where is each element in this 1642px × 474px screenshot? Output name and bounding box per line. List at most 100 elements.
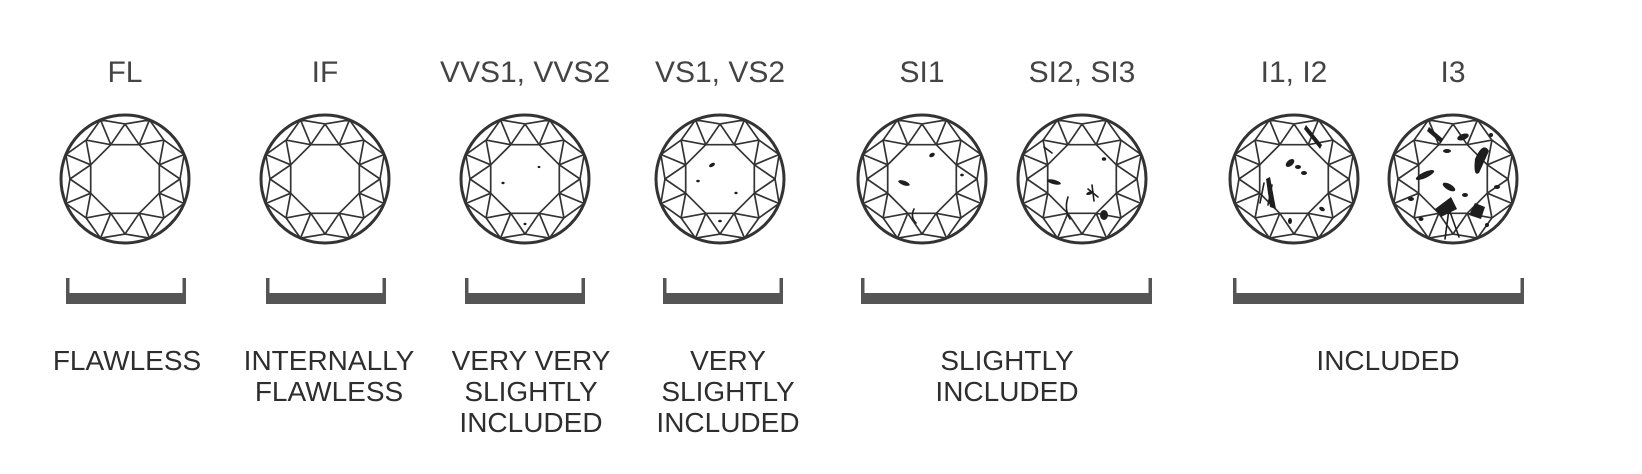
inclusion-mark xyxy=(1288,218,1292,224)
group-bracket xyxy=(861,278,1152,304)
inclusion-feather xyxy=(1043,146,1053,154)
clarity-group-label-line: INCLUDED xyxy=(1316,345,1459,376)
diamond-girdle xyxy=(59,113,191,245)
inclusion-mark xyxy=(929,152,935,158)
inclusion-mark xyxy=(709,162,715,168)
group-bracket xyxy=(266,278,386,304)
diamond-girdle xyxy=(1387,113,1519,245)
group-bracket xyxy=(66,278,186,304)
inclusion-mark xyxy=(1101,157,1107,161)
inclusion-mark xyxy=(1435,197,1457,217)
round-brilliant-diamond-icon xyxy=(461,115,589,243)
inclusion-mark xyxy=(1301,171,1307,175)
diamond-girdle xyxy=(856,113,988,245)
group-bracket xyxy=(1233,278,1524,304)
diamond-girdle xyxy=(259,113,391,245)
inclusion-feather xyxy=(1065,196,1071,220)
grade-code-label: FL xyxy=(107,56,142,89)
grade-code-label: I1, I2 xyxy=(1261,56,1328,89)
diamond-girdle xyxy=(1228,113,1360,245)
clarity-group-label-line: SLIGHTLY xyxy=(464,376,598,407)
group-bracket xyxy=(663,278,783,304)
clarity-group-label: FLAWLESS xyxy=(53,345,201,376)
clarity-group-label-line: VERY VERY xyxy=(452,345,611,376)
round-brilliant-diamond-icon xyxy=(61,115,189,243)
inclusion-mark xyxy=(718,219,722,223)
grade-code-label: I3 xyxy=(1440,56,1465,89)
inclusion-mark xyxy=(1474,147,1489,174)
inclusion-mark xyxy=(1418,217,1424,221)
inclusion-mark xyxy=(898,180,910,186)
inclusion-mark xyxy=(1295,165,1301,169)
inclusion-mark xyxy=(537,165,541,169)
inclusion-mark xyxy=(1457,133,1469,141)
grade-code-label: SI2, SI3 xyxy=(1029,56,1136,89)
inclusion-mark xyxy=(960,173,964,177)
diamond-facets xyxy=(863,120,981,238)
inclusion-mark xyxy=(1100,210,1108,220)
inclusion-mark xyxy=(1047,179,1061,185)
inclusion-feather xyxy=(1259,182,1273,206)
diamond-girdle xyxy=(654,113,786,245)
diamond-girdle xyxy=(1016,113,1148,245)
inclusion-mark xyxy=(1442,182,1456,192)
grade-code-label: VVS1, VVS2 xyxy=(440,56,610,89)
clarity-group-label-line: INCLUDED xyxy=(459,407,602,438)
inclusion-mark xyxy=(1443,149,1451,153)
clarity-group-label-line: SLIGHTLY xyxy=(661,376,795,407)
diamond-row xyxy=(61,115,1517,243)
inclusion-mark xyxy=(1285,159,1295,167)
clarity-group-label-line: INCLUDED xyxy=(656,407,799,438)
round-brilliant-diamond-icon xyxy=(261,115,389,243)
round-brilliant-diamond-icon xyxy=(656,115,784,243)
inclusion-mark xyxy=(696,179,700,183)
inclusion-feather xyxy=(1087,184,1099,202)
round-brilliant-diamond-icon xyxy=(1389,115,1517,243)
diamond-facets xyxy=(266,120,384,238)
bracket-row xyxy=(66,278,1524,304)
inclusion-mark xyxy=(1489,133,1493,137)
diamond-facets xyxy=(1394,120,1512,238)
inclusion-mark xyxy=(523,222,527,226)
diamond-girdle xyxy=(459,113,591,245)
clarity-group-label-line: INCLUDED xyxy=(935,376,1078,407)
grade-labels: FL IF VVS1, VVS2 VS1, VS2 SI1 SI2, SI3 I1, I2 I… xyxy=(107,56,1465,89)
inclusion-mark xyxy=(1319,206,1325,212)
inclusion-mark xyxy=(1494,185,1500,189)
diamond-facets xyxy=(1235,120,1353,238)
clarity-group-label-line: VERY xyxy=(690,345,766,376)
clarity-group-label-line: SLIGHTLY xyxy=(940,345,1074,376)
inclusion-mark xyxy=(1485,223,1489,227)
grade-code-label: SI1 xyxy=(899,56,944,89)
grade-code-label: IF xyxy=(312,56,339,89)
diamond-facets xyxy=(466,120,584,238)
group-bracket xyxy=(465,278,585,304)
clarity-group-label-line: INTERNALLY xyxy=(244,345,415,376)
round-brilliant-diamond-icon xyxy=(1230,115,1358,243)
inclusion-mark xyxy=(1408,197,1414,201)
inclusion-mark xyxy=(1415,169,1435,181)
inclusion-mark xyxy=(1427,127,1443,143)
round-brilliant-diamond-icon xyxy=(858,115,986,243)
diamond-facets xyxy=(66,120,184,238)
clarity-group-label: INCLUDED xyxy=(1316,345,1459,376)
inclusion-mark xyxy=(1462,193,1468,197)
inclusion-mark xyxy=(1304,125,1322,149)
inclusion-mark xyxy=(734,191,738,195)
inclusion-mark xyxy=(1469,203,1485,219)
grade-code-label: VS1, VS2 xyxy=(655,56,785,89)
diamond-facets xyxy=(1023,120,1141,238)
diamond-facets xyxy=(661,120,779,238)
inclusion-feather xyxy=(1444,208,1460,240)
inclusion-mark xyxy=(501,181,505,185)
clarity-group-label-line: FLAWLESS xyxy=(53,345,201,376)
inclusion-feather xyxy=(911,208,917,224)
clarity-group-label-line: FLAWLESS xyxy=(255,376,403,407)
round-brilliant-diamond-icon xyxy=(1018,115,1146,243)
